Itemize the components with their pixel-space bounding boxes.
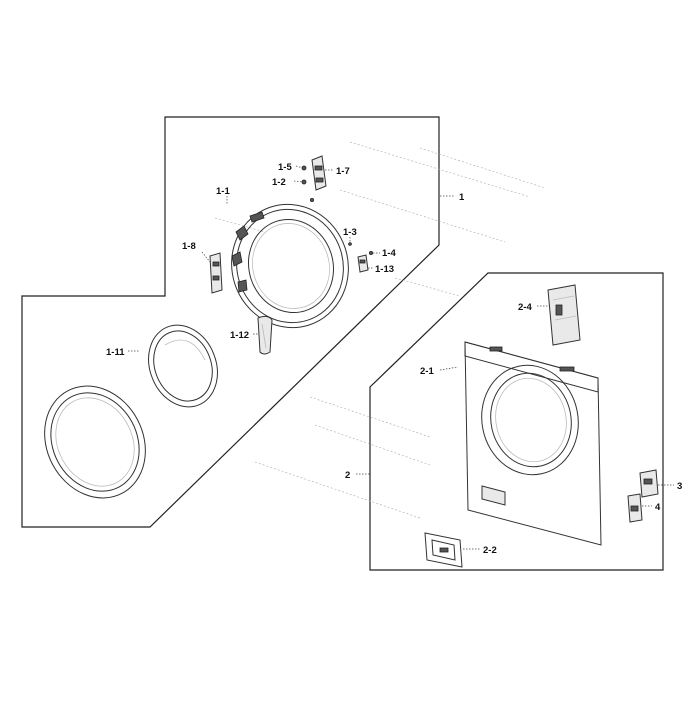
front-panel xyxy=(464,341,602,546)
callout-labels: 1 1-1 1-2 1-3 1-4 1-5 1-7 1-8 1-11 1-12 … xyxy=(106,162,682,556)
callout-1-2: 1-2 xyxy=(272,177,286,188)
callout-1-8: 1-8 xyxy=(182,241,196,252)
callout-2-4: 2-4 xyxy=(518,302,532,313)
leader-lines xyxy=(128,165,674,550)
part-3-cover xyxy=(639,469,659,498)
door-frame xyxy=(231,203,349,329)
handle-part xyxy=(257,315,273,355)
callout-1-3: 1-3 xyxy=(343,227,357,238)
callout-1-7: 1-7 xyxy=(336,166,350,177)
door-assembly-group-outline xyxy=(21,116,440,528)
part-4-switch xyxy=(627,493,643,523)
hinge-part xyxy=(209,252,223,294)
door-glass xyxy=(148,324,218,408)
door-assembly-guides xyxy=(214,141,546,297)
callout-1-12: 1-12 xyxy=(230,330,249,341)
callout-1-4: 1-4 xyxy=(382,248,396,259)
front-panel-group-outline xyxy=(369,272,664,571)
callout-1-5: 1-5 xyxy=(278,162,292,173)
callout-1: 1 xyxy=(459,192,465,203)
callout-1-1: 1-1 xyxy=(216,186,230,197)
callout-2-2: 2-2 xyxy=(483,545,497,556)
door-outer-ring xyxy=(44,385,146,499)
latch-part xyxy=(348,242,373,273)
control-bracket-part xyxy=(547,284,581,346)
callout-2: 2 xyxy=(345,470,350,481)
callout-1-11: 1-11 xyxy=(106,347,125,358)
hinge-bracket-part xyxy=(301,155,327,202)
callout-2-1: 2-1 xyxy=(420,366,434,377)
callout-1-13: 1-13 xyxy=(375,264,394,275)
callout-4: 4 xyxy=(655,502,661,513)
front-panel-guides xyxy=(254,396,431,519)
drawer-cover-part xyxy=(424,532,463,568)
callout-3: 3 xyxy=(677,481,682,492)
